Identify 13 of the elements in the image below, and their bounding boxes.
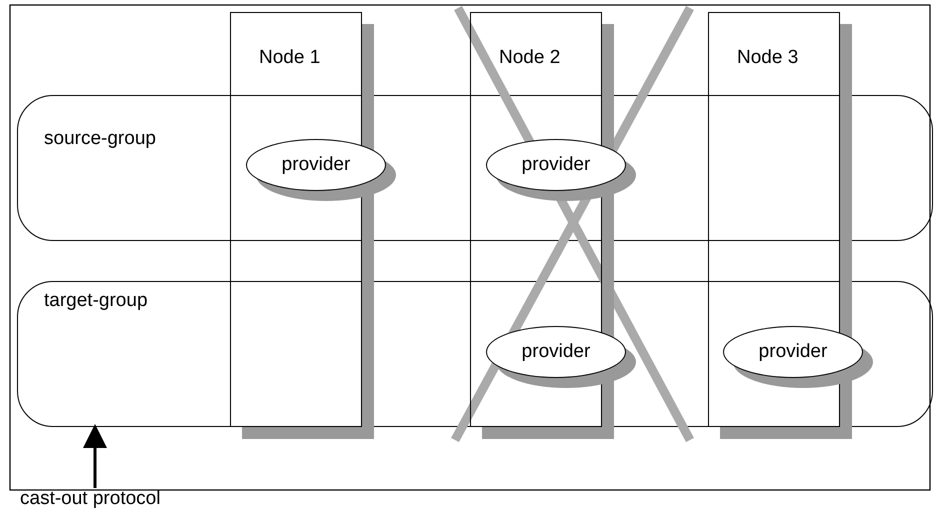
node-title: Node 3 — [737, 47, 798, 69]
node-title: Node 1 — [259, 47, 320, 69]
provider-label: provider — [522, 341, 590, 363]
group-title: target-group — [44, 290, 148, 312]
provider-label: provider — [282, 154, 350, 176]
node-title: Node 2 — [499, 47, 560, 69]
provider-label: provider — [758, 341, 828, 363]
label-text: cast-out protocol — [20, 488, 160, 509]
group-band — [17, 281, 933, 427]
provider-label: provider — [522, 154, 590, 176]
group-title: source-group — [44, 128, 156, 150]
group-band — [17, 95, 933, 241]
arrow — [83, 424, 107, 488]
